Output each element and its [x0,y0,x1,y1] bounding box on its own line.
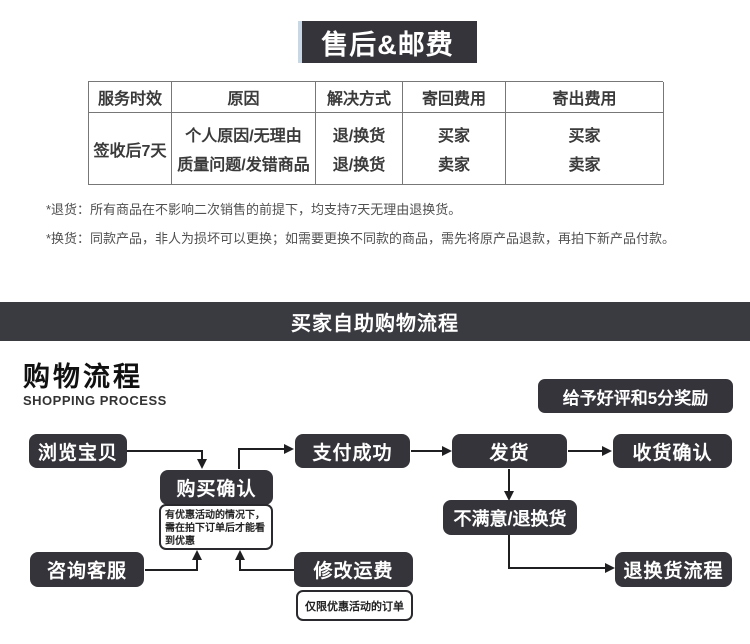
flow-node-ship: 发货 [452,434,567,468]
table-cell-solution-1: 退/换货 [332,127,386,145]
process-heading-cn: 购物流程 [23,362,143,392]
table-column-return-fee: 买家 卖家 [403,113,506,185]
table-cell-return-fee-1: 买家 [437,127,470,145]
table-header-reason: 原因 [172,82,316,113]
shopping-process-banner-text: 买家自助购物流程 [291,313,459,335]
flow-node-unsatisfied-return: 不满意/退换货 [443,500,577,535]
return-policy-note: *退货：所有商品在不影响二次销售的前提下，均支持7天无理由退换货。 [46,202,462,217]
flow-node-receipt-confirm: 收货确认 [613,434,732,468]
promo-order-note-text: 仅限优惠活动的订单 [305,600,404,613]
arrow-confirm-to-pay [238,444,294,469]
promo-order-note-box: 仅限优惠活动的订单 [296,590,413,621]
shopping-process-banner: 买家自助购物流程 [0,302,750,341]
aftersales-title-text: 售后&邮费 [321,29,454,60]
reward-badge: 给予好评和5分奖励 [538,379,733,413]
flow-node-modify-shipping-fee: 修改运费 [294,552,413,587]
table-column-solution: 退/换货 退/换货 [316,113,403,185]
table-cell-solution-2: 退/换货 [332,157,386,175]
flow-node-purchase-confirm: 购买确认 [160,470,273,505]
arrow-service-to-confirm [145,550,202,571]
exchange-policy-note: *换货：同款产品，非人为损坏可以更换；如需要更换不同款的商品，需先将原产品退款，… [46,231,676,246]
aftersales-policy-table: 服务时效 原因 解决方式 寄回费用 寄出费用 签收后7天 个人原因/无理由 质量… [88,81,664,185]
title-accent-strip [298,21,302,63]
table-cell-reason-2: 质量问题/发错商品 [177,157,310,175]
process-heading-en: SHOPPING PROCESS [23,393,167,408]
flow-node-browse-items: 浏览宝贝 [29,434,127,468]
table-header-return-fee: 寄回费用 [403,82,506,113]
table-column-send-fee: 买家 卖家 [506,113,664,185]
flow-node-return-process: 退换货流程 [615,552,732,587]
table-cell-service-time: 签收后7天 [89,113,172,185]
process-heading: 购物流程 SHOPPING PROCESS [23,362,167,409]
table-cell-reason-1: 个人原因/无理由 [185,127,302,145]
table-column-reason: 个人原因/无理由 质量问题/发错商品 [172,113,316,185]
arrow-browse-to-confirm [127,450,207,469]
table-header-service-time: 服务时效 [89,82,172,113]
reward-badge-text: 给予好评和5分奖励 [562,388,709,408]
aftersales-title-banner: 售后&邮费 [298,21,477,63]
table-header-solution: 解决方式 [316,82,403,113]
discount-note-box: 有优惠活动的情况下，需在拍下订单后才能看到优惠 [159,504,273,550]
arrow-modify-to-confirm [235,550,294,571]
arrow-unsatisfied-to-return [508,535,615,573]
flow-node-payment-success: 支付成功 [295,434,410,468]
table-header-send-fee: 寄出费用 [506,82,664,113]
table-cell-return-fee-2: 卖家 [437,157,470,175]
table-cell-send-fee-1: 买家 [568,127,601,145]
flow-node-contact-service: 咨询客服 [30,552,144,587]
policy-notes: *退货：所有商品在不影响二次销售的前提下，均支持7天无理由退换货。 *换货：同款… [46,202,736,247]
table-cell-send-fee-2: 卖家 [568,157,601,175]
